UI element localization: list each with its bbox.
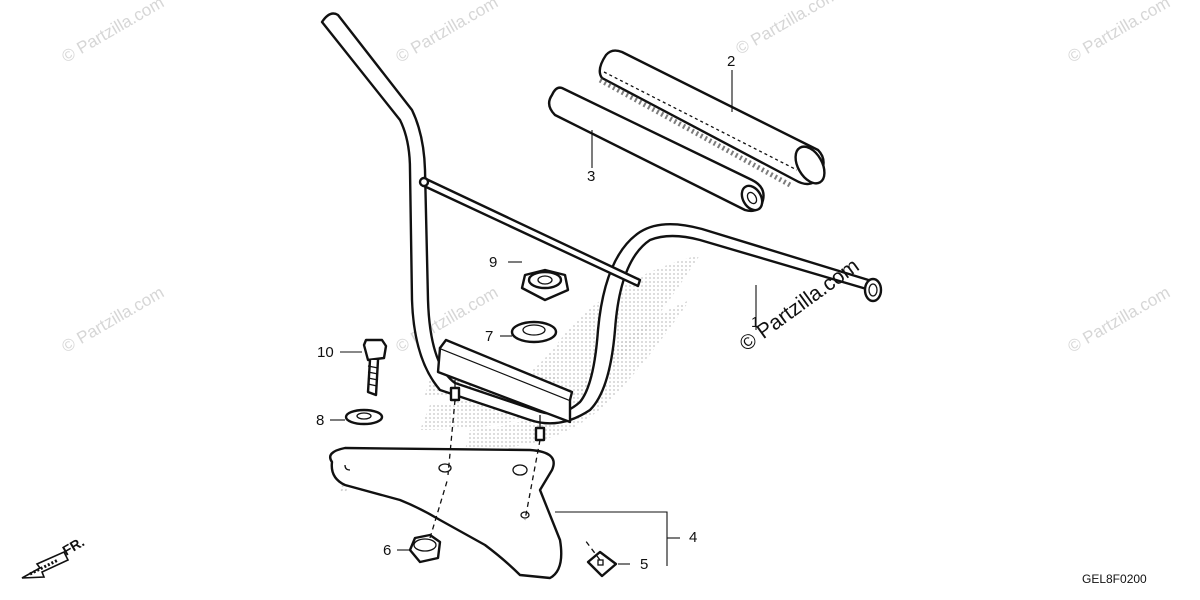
grip-inner-pad xyxy=(547,86,765,213)
callout-10: 10 xyxy=(317,344,334,361)
diagram-code: GEL8F0200 xyxy=(1082,572,1147,586)
alignment-lines xyxy=(429,399,601,561)
front-arrow: FR. xyxy=(21,533,87,579)
rubber-washer xyxy=(510,320,558,344)
watermark-text: © Partzilla.com xyxy=(59,283,168,357)
clip xyxy=(586,550,618,578)
callout-3: 3 xyxy=(587,168,595,185)
callout-1: 1 xyxy=(751,314,759,331)
callout-6: 6 xyxy=(383,542,391,559)
grip-cover xyxy=(598,49,826,188)
callout-5: 5 xyxy=(640,556,648,573)
callout-7: 7 xyxy=(485,328,493,345)
watermark-text: © Partzilla.com xyxy=(59,0,168,66)
callout-8: 8 xyxy=(316,412,324,429)
handlebar xyxy=(320,12,883,425)
watermark-text: © Partzilla.com xyxy=(1065,283,1174,357)
callout-2: 2 xyxy=(727,53,735,70)
upper-holder xyxy=(436,338,574,442)
callouts: 1 2 3 4 5 6 7 8 9 10 xyxy=(316,53,759,573)
watermark-text: © Partzilla.com xyxy=(1065,0,1174,66)
lower-bracket xyxy=(329,446,563,580)
callout-4: 4 xyxy=(689,529,697,546)
watermark-text: © Partzilla.com xyxy=(733,0,842,58)
bottom-nut xyxy=(408,533,442,564)
callout-9: 9 xyxy=(489,254,497,271)
bolt xyxy=(362,338,388,397)
leader-lines xyxy=(330,70,757,566)
flange-nut xyxy=(520,268,570,302)
flat-washer xyxy=(344,408,384,426)
watermark-text: © Partzilla.com xyxy=(393,0,502,66)
